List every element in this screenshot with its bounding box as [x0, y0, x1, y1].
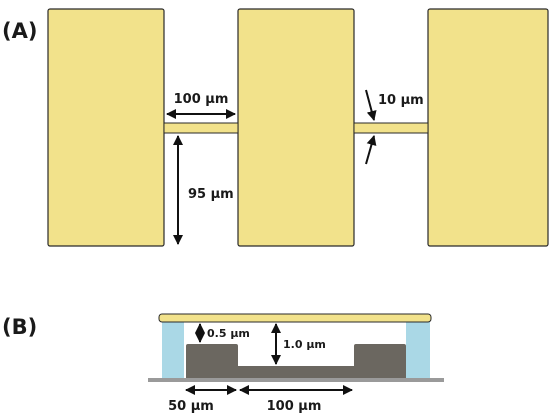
panel-a-label: (A) [2, 19, 37, 43]
pad-right [427, 8, 549, 247]
spacer-right [406, 321, 430, 378]
top-gap-label: 0.5 μm [207, 327, 250, 340]
recess-width-label: 100 μm [267, 399, 322, 414]
beam-right [353, 122, 429, 134]
panel-b-label: (B) [2, 315, 37, 339]
beam-width-arrow-top [365, 89, 377, 121]
beam-width-arrow-bottom [365, 135, 377, 165]
gap-width-label: 100 μm [174, 92, 229, 107]
beam-offset-label: 95 μm [188, 187, 234, 202]
beam-left [163, 122, 239, 134]
spacer-left [162, 321, 184, 378]
pad-center [237, 8, 355, 247]
step-width-label: 50 μm [168, 399, 214, 414]
substrate [186, 344, 406, 378]
top-membrane [158, 313, 432, 323]
base-layer [148, 378, 444, 382]
pad-left [47, 8, 165, 247]
beam-width-label: 10 μm [378, 93, 424, 108]
recess-gap-label: 1.0 μm [283, 338, 326, 351]
